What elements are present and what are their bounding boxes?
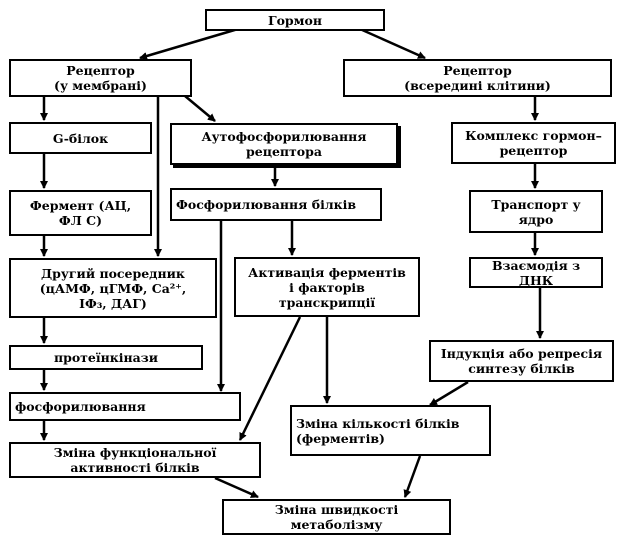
- autophosphorylation-box: Аутофосфорилювання рецептора: [170, 123, 398, 165]
- enzyme-activation-box: Активація ферментів і факторів транскрип…: [234, 257, 420, 317]
- synthesis-induction-box: Індукція або репресія синтезу білків: [429, 340, 614, 382]
- phosphorylation-box: фосфорилювання: [9, 392, 241, 421]
- arrow-synthesis-induction-to-protein-amount: [429, 380, 469, 407]
- protein-amount-change-box: Зміна кількості білків (ферментів): [290, 405, 491, 456]
- dna-interaction-box: Взаємодія з ДНК: [469, 257, 603, 288]
- functional-activity-change-box: Зміна функціональної активності білків: [9, 442, 261, 478]
- protein-kinases-box: протеїнкінази: [9, 345, 203, 370]
- arrow-protein-amount-to-metabolism: [403, 455, 422, 498]
- hormone-receptor-complex-box: Комплекс гормон– рецептор: [451, 122, 616, 164]
- protein-phosphorylation-box: Фосфорилювання білків: [170, 188, 382, 221]
- arrow-receptor-to-autophosphorylation: [184, 95, 216, 122]
- g-protein-box: G-білок: [9, 122, 152, 154]
- arrow-hormone-to-receptor-inside: [359, 27, 426, 60]
- nucleus-transport-box: Транспорт у ядро: [469, 190, 603, 233]
- receptor-membrane-box: Рецептор (у мембрані): [9, 59, 192, 97]
- receptor-inside-box: Рецептор (всередині клітини): [343, 59, 612, 97]
- arrow-hormone-to-receptor-membrane: [139, 27, 239, 60]
- arrow-functional-activity-to-metabolism: [214, 476, 259, 499]
- arrow-enzyme-activation-to-functional-activity: [238, 316, 302, 441]
- enzyme-box: Фермент (АЦ, ФЛ С): [9, 190, 152, 236]
- second-messenger-box: Другий посередник (цАМФ, цГМФ, Ca²⁺, IФ₃…: [9, 258, 217, 318]
- hormone-box: Гормон: [205, 9, 385, 31]
- metabolism-rate-change-box: Зміна швидкості метаболізму: [222, 499, 451, 535]
